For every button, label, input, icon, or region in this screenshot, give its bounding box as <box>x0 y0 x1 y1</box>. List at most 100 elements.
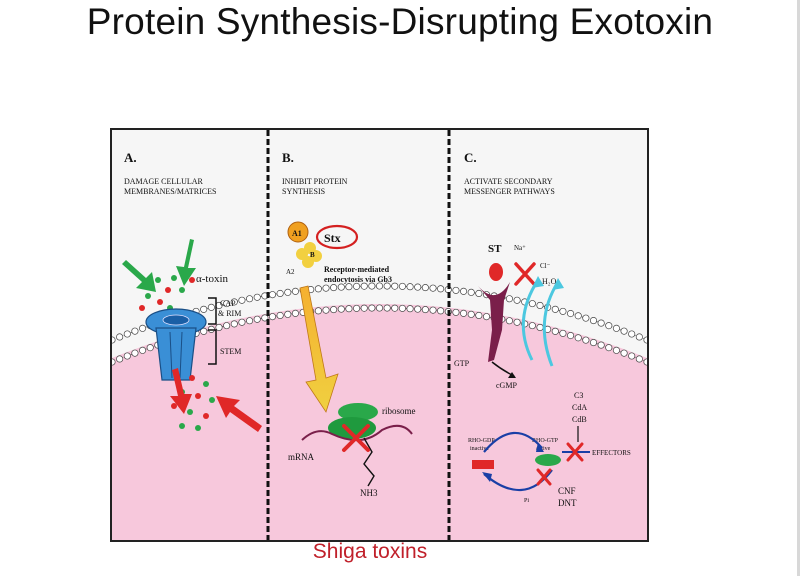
lipid-head <box>475 311 483 319</box>
effector-block-x <box>566 442 584 462</box>
lipid-head <box>429 284 437 292</box>
lipid-head <box>253 315 261 323</box>
lipid-head <box>406 305 414 313</box>
lipid-head <box>368 282 376 290</box>
lipid-head <box>582 336 590 344</box>
green-arrows <box>122 239 196 292</box>
lipid-head <box>131 349 139 357</box>
cap-label: CAP <box>220 299 236 308</box>
b-subunit-label: B <box>310 251 315 259</box>
lipid-head <box>353 282 361 290</box>
lipid-head <box>291 287 299 295</box>
lipid-head <box>230 320 238 328</box>
alpha-toxin-pore <box>145 308 207 381</box>
effectors-label: EFFECTORS <box>592 449 631 457</box>
cl-label: Cl⁻ <box>540 262 551 270</box>
rho-cycle-arrowhead-bottom <box>482 472 492 482</box>
lipid-head <box>421 284 429 292</box>
lipid-head <box>322 284 330 292</box>
lipid-head <box>452 286 460 294</box>
rho-gtp-label-line2: active <box>536 446 551 452</box>
lipid-head <box>131 327 139 335</box>
lipid-head <box>246 317 254 325</box>
cnf-label: CNF <box>558 486 576 496</box>
stx-highlight-ring <box>315 224 359 250</box>
lipid-head <box>513 296 521 304</box>
lipid-head <box>574 312 582 320</box>
figure-canvas: A. DAMAGE CELLULAR MEMBRANES/MATRICES α-… <box>112 130 647 540</box>
panel-c-heading-line2: MESSENGER PATHWAYS <box>464 187 555 196</box>
lipid-head <box>513 318 521 326</box>
lipid-head <box>414 283 422 291</box>
rho-cycle-bottom <box>483 469 553 492</box>
lipid-head <box>551 327 559 335</box>
lipid-head <box>238 318 246 326</box>
lipid-head <box>223 322 231 330</box>
panel-b-letter: B. <box>282 150 294 165</box>
panel-b-heading-line2: SYNTHESIS <box>282 187 325 196</box>
lipid-head <box>375 282 384 290</box>
lipid-head <box>284 288 292 296</box>
lipid-head <box>253 293 261 301</box>
lipid-head <box>620 327 628 335</box>
peptide-chain <box>363 437 375 487</box>
lipid-head <box>582 314 590 322</box>
lipid-head <box>230 298 238 306</box>
panel-a-heading-line2: MEMBRANES/MATRICES <box>124 187 216 196</box>
lipid-head <box>139 324 147 332</box>
pi-label: Pi <box>524 498 529 504</box>
lipid-head <box>406 283 414 291</box>
lipid-head <box>276 311 284 319</box>
lipid-head <box>200 305 208 313</box>
lipid-heads-inner <box>112 304 647 366</box>
lipid-head <box>460 309 468 317</box>
a2-label: A2 <box>286 268 295 276</box>
lipid-head <box>589 339 598 347</box>
lipid-head <box>597 341 605 349</box>
stem-label: STEM <box>220 347 241 356</box>
lipid-head <box>200 327 208 335</box>
lipid-head <box>207 303 215 311</box>
rim-label: & RIM <box>218 309 241 318</box>
h2o-label: H₂O <box>542 277 557 286</box>
lipid-head <box>635 355 643 363</box>
lipid-head <box>460 287 468 295</box>
secretion-arrowheads <box>532 276 564 290</box>
lipid-head <box>112 336 116 344</box>
lipid-head <box>421 306 429 314</box>
lipid-head <box>337 283 345 291</box>
red-arrows <box>170 368 262 432</box>
endocytosis-label-line2: endocytosis via Gb3 <box>324 275 392 284</box>
lipid-head <box>215 323 223 331</box>
lipid-head <box>612 324 620 332</box>
lipid-head <box>360 282 368 290</box>
lipid-head <box>528 322 536 330</box>
ribosome <box>328 403 378 439</box>
slide-title: Protein Synthesis-Disrupting Exotoxin <box>86 1 714 42</box>
lipid-head <box>597 319 605 327</box>
lipid-head <box>536 301 544 309</box>
lipid-head <box>368 304 376 312</box>
lipid-head <box>284 310 292 318</box>
lipid-head <box>635 333 643 341</box>
inhibition-x-mark <box>342 424 370 452</box>
shiga-toxin-molecule <box>287 221 322 268</box>
st-receptor <box>478 282 510 362</box>
lipid-head <box>116 333 124 341</box>
lipid-head <box>375 304 384 312</box>
figure-caption: Shiga toxins <box>312 540 428 563</box>
lipid-head <box>116 355 124 363</box>
ribosome-label: ribosome <box>382 406 416 416</box>
panel-c-heading-line1: ACTIVATE SECONDARY <box>464 177 553 186</box>
cytoplasm <box>112 304 647 540</box>
cl-block-x <box>514 262 536 286</box>
lipid-head <box>628 330 636 338</box>
lipid-head <box>505 317 513 325</box>
lipid-head <box>322 306 330 314</box>
lipid-head <box>605 322 613 330</box>
stem-bracket <box>208 329 217 365</box>
lipid-head <box>612 346 620 354</box>
lipid-head <box>620 349 628 357</box>
lipid-head <box>567 332 575 340</box>
mrna-label: mRNA <box>288 452 315 462</box>
